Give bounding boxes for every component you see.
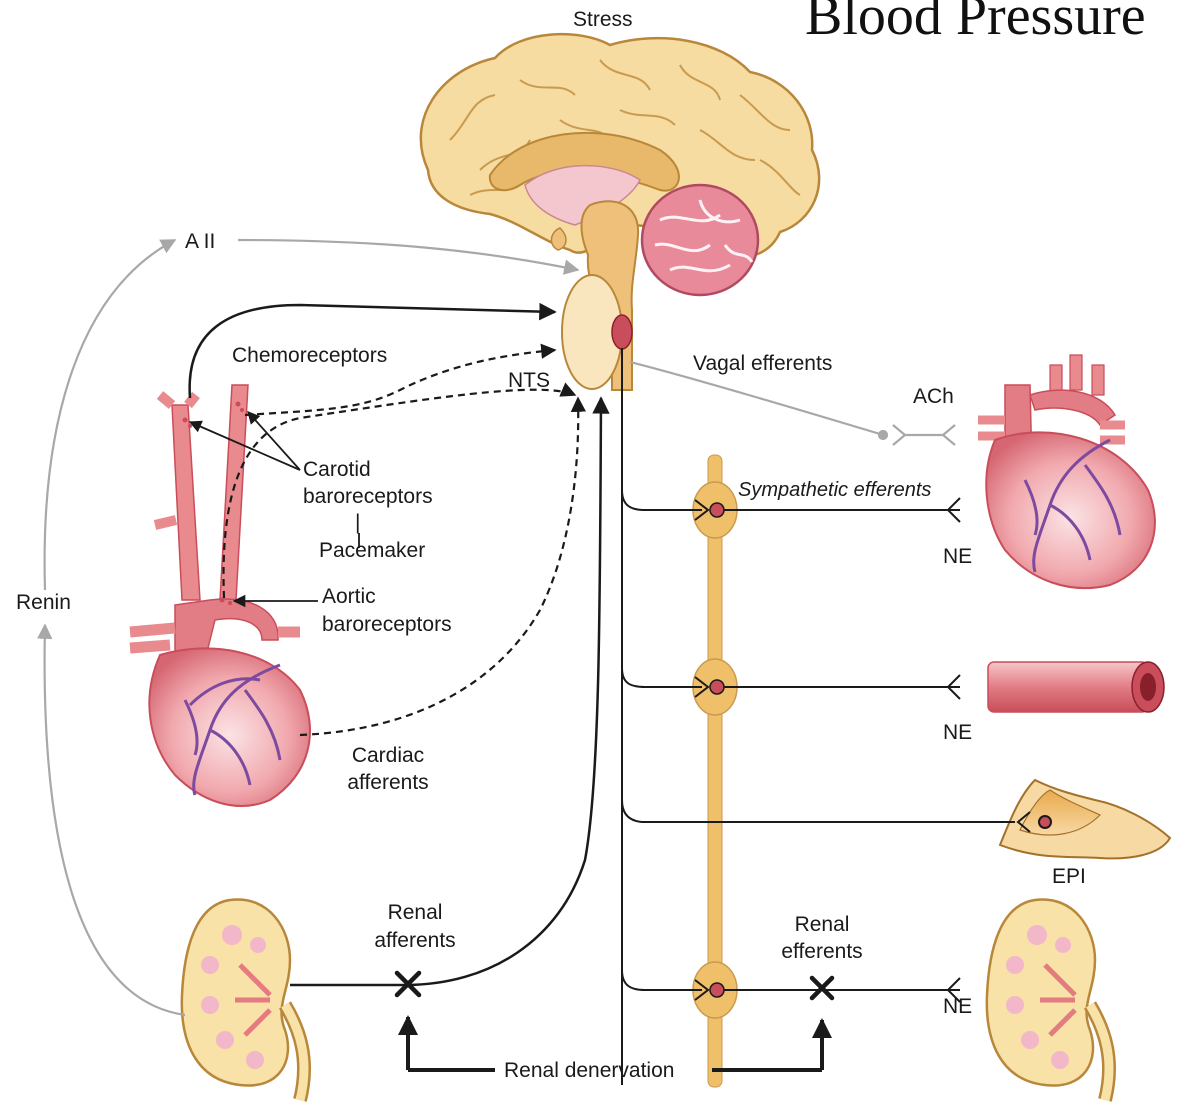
left-carotid xyxy=(172,405,200,600)
renal-afferents-label-line2: afferents xyxy=(355,928,475,953)
a2-label: A II xyxy=(185,229,215,254)
renin-to-a2-arrow xyxy=(45,240,175,590)
ach-label: ACh xyxy=(913,384,954,409)
right-kidney-illustration xyxy=(987,900,1109,1100)
renal-denervation-label: Renal denervation xyxy=(504,1058,674,1083)
left-heart-illustration xyxy=(130,385,310,806)
aortic-baroreceptors-label-line1: Aortic xyxy=(322,584,376,609)
carotid-baroreceptors-label-line2: baroreceptors xyxy=(303,484,433,509)
sympathetic-chain xyxy=(693,455,737,1087)
cardiac-afferent-dashed-arrow xyxy=(300,398,578,735)
blood-vessel-illustration xyxy=(988,662,1164,712)
cardiac-afferents-label-line1: Cardiac xyxy=(328,743,448,768)
heart-body xyxy=(149,648,310,806)
epi-label: EPI xyxy=(1052,864,1086,889)
ne-kidney-label: NE xyxy=(943,994,972,1019)
pacemaker-label: Pacemaker xyxy=(319,538,425,563)
aortic-baroreceptors-label-line2: baroreceptors xyxy=(322,612,452,637)
a2-to-brain-arrow xyxy=(238,240,578,270)
right-heart-body xyxy=(986,432,1155,588)
renin-label: Renin xyxy=(16,590,71,615)
carotid-baroreceptors-label-line1: Carotid xyxy=(303,457,371,482)
sympathetic-efferents-label: Sympathetic efferents xyxy=(738,478,931,503)
adrenal-gland-illustration xyxy=(1000,780,1170,858)
slide-title: Blood Pressure xyxy=(805,0,1146,46)
cerebellum xyxy=(642,185,758,295)
vagal-nucleus xyxy=(612,315,632,349)
ne-vessel-label: NE xyxy=(943,720,972,745)
cardiac-afferents-label-line2: afferents xyxy=(328,770,448,795)
renal-efferents-label-line1: Renal xyxy=(762,912,882,937)
pacemaker-bar-label: | xyxy=(355,510,360,535)
right-heart-illustration xyxy=(978,355,1155,588)
left-kidney-illustration xyxy=(182,900,304,1100)
vagal-efferents-label: Vagal efferents xyxy=(693,351,832,376)
ne-heart-label: NE xyxy=(943,544,972,569)
stress-label: Stress xyxy=(573,7,633,32)
efferent-pathways xyxy=(622,348,1051,1085)
chemoreceptors-label: Chemoreceptors xyxy=(232,343,387,368)
renal-afferents-label-line1: Renal xyxy=(355,900,475,925)
brain-illustration xyxy=(421,34,819,390)
nts-label: NTS xyxy=(508,368,550,393)
renal-efferents-label-line2: efferents xyxy=(762,939,882,964)
